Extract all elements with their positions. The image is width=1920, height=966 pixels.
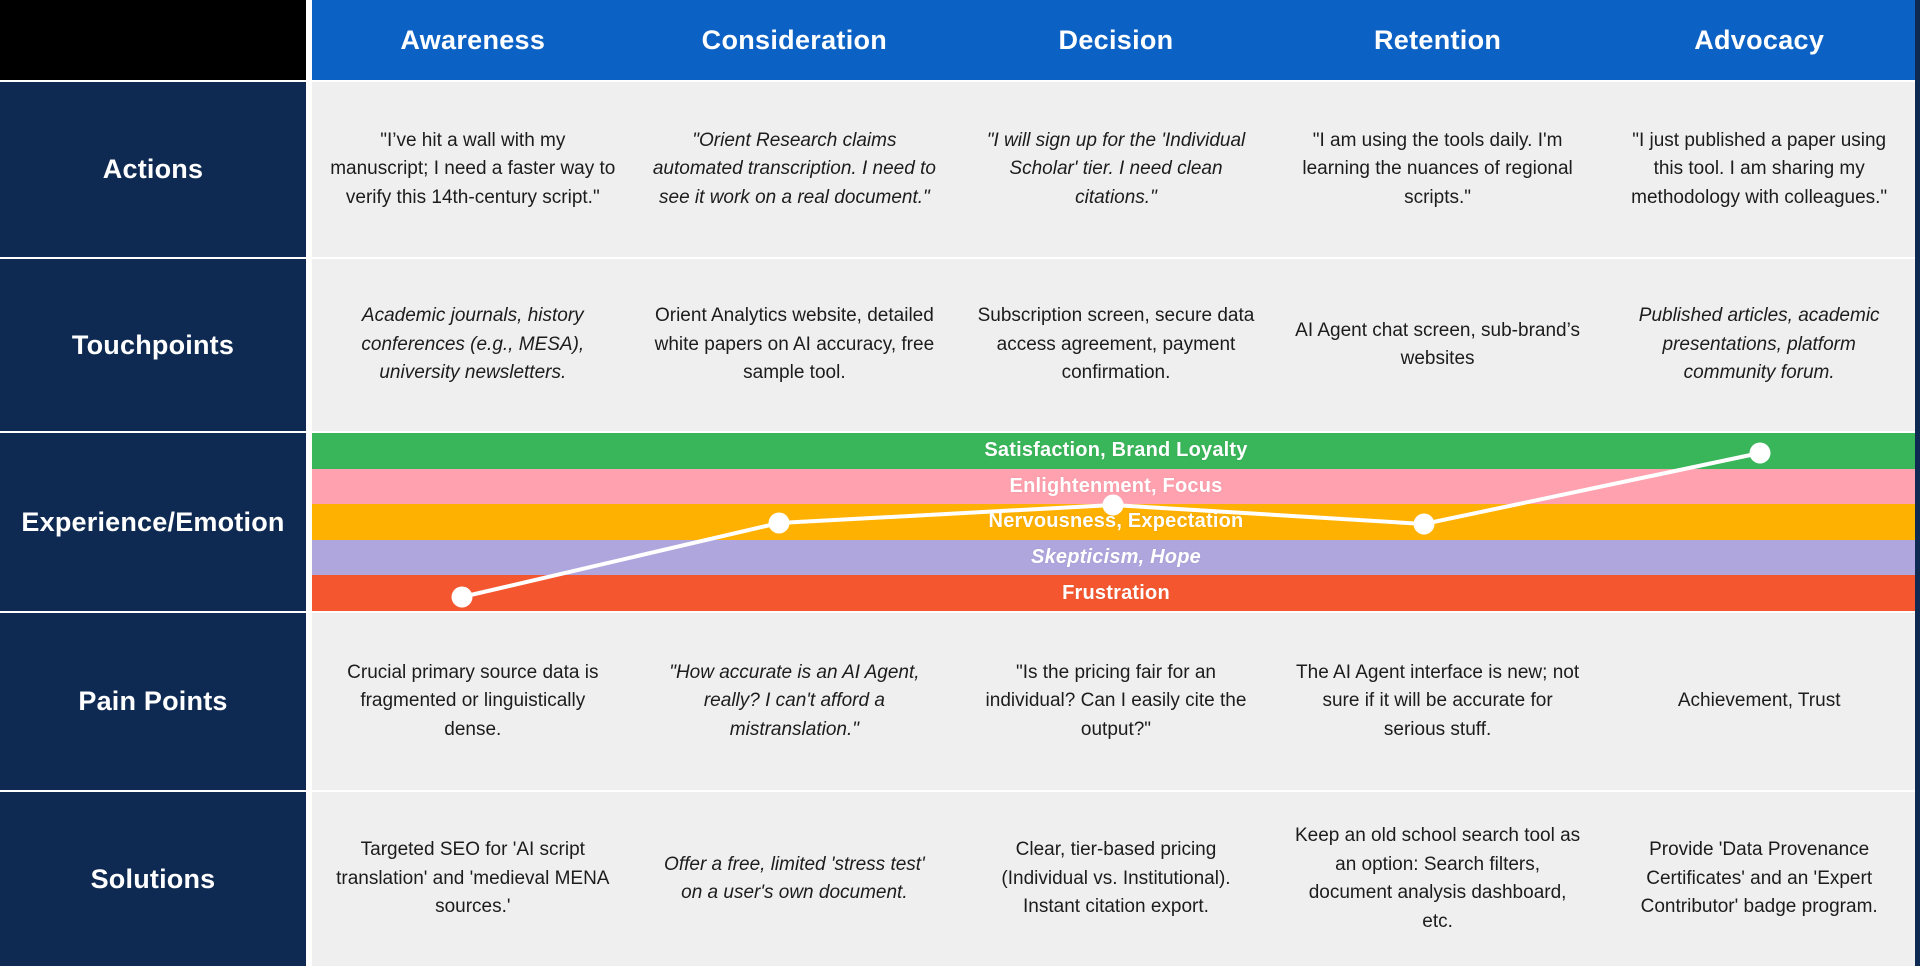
actions-cells: "I’ve hit a wall with my manuscript; I n… [312, 82, 1920, 257]
row-label-pain-points: Pain Points [0, 613, 306, 790]
emotion-band-enlightenment: Enlightenment, Focus [312, 468, 1920, 505]
stage-header-retention: Retention [1373, 24, 1502, 55]
cell-touchpoints-decision: Subscription screen, secure data access … [977, 305, 1255, 384]
cell-touchpoints-consideration: Orient Analytics website, detailed white… [654, 305, 935, 384]
row-label-solutions: Solutions [0, 792, 306, 966]
cell-solutions-advocacy: Provide 'Data Provenance Certificates' a… [1640, 839, 1878, 918]
cell-pain-advocacy: Achievement, Trust [1677, 690, 1841, 712]
touchpoints-row: Touchpoints Academic journals, history c… [0, 259, 1920, 431]
solutions-row: Solutions Targeted SEO for 'AI script tr… [0, 792, 1920, 966]
cell-solutions-consideration: Offer a free, limited 'stress test' on a… [664, 853, 925, 904]
corner-block [0, 0, 306, 80]
cell-actions-advocacy: "I just published a paper using this too… [1631, 129, 1888, 208]
emotion-band-skepticism: Skepticism, Hope [312, 539, 1920, 576]
actions-row: Actions "I’ve hit a wall with my manuscr… [0, 82, 1920, 257]
cell-pain-consideration: "How accurate is an AI Agent, really? I … [669, 661, 920, 740]
cell-touchpoints-retention: AI Agent chat screen, sub-brand’s websit… [1295, 319, 1580, 370]
row-label-actions: Actions [0, 82, 306, 257]
cell-pain-awareness: Crucial primary source data is fragmente… [347, 661, 599, 740]
header-row: Awareness Consideration Decision Retenti… [0, 0, 1920, 80]
emotion-row: Experience/Emotion Satisfaction, Brand L… [0, 433, 1920, 611]
touchpoints-cells: Academic journals, history conferences (… [312, 259, 1920, 431]
cell-solutions-decision: Clear, tier-based pricing (Individual vs… [1001, 839, 1231, 918]
solutions-cells: Targeted SEO for 'AI script translation'… [312, 792, 1920, 966]
stage-header-consideration: Consideration [701, 24, 888, 55]
cell-actions-awareness: "I’ve hit a wall with my manuscript; I n… [330, 129, 616, 208]
cell-touchpoints-awareness: Academic journals, history conferences (… [361, 305, 585, 384]
emotion-band-frustration: Frustration [312, 575, 1920, 611]
cell-touchpoints-advocacy: Published articles, academic presentatio… [1638, 305, 1880, 384]
cell-pain-decision: "Is the pricing fair for an individual? … [985, 661, 1247, 740]
row-label-touchpoints: Touchpoints [0, 259, 306, 431]
cell-pain-retention: The AI Agent interface is new; not sure … [1296, 661, 1580, 740]
stage-header-awareness: Awareness [400, 24, 546, 55]
pain-points-row: Pain Points Crucial primary source data … [0, 613, 1920, 790]
pain-points-cells: Crucial primary source data is fragmente… [312, 613, 1920, 790]
cell-actions-retention: "I am using the tools daily. I'm learnin… [1302, 129, 1573, 208]
cell-actions-decision: "I will sign up for the 'Individual Scho… [986, 129, 1246, 208]
cell-solutions-retention: Keep an old school search tool as an opt… [1294, 825, 1581, 932]
row-label-emotion: Experience/Emotion [0, 433, 306, 611]
stage-header-advocacy: Advocacy [1694, 24, 1825, 55]
emotion-band-area: Satisfaction, Brand Loyalty Enlightenmen… [312, 433, 1920, 611]
right-edge-border [1915, 0, 1920, 966]
cell-actions-consideration: "Orient Research claims automated transc… [652, 129, 936, 208]
emotion-band-satisfaction: Satisfaction, Brand Loyalty [312, 433, 1920, 469]
stage-header-strip: Awareness Consideration Decision Retenti… [312, 0, 1920, 80]
cell-solutions-awareness: Targeted SEO for 'AI script translation'… [336, 839, 610, 918]
stage-header-decision: Decision [1058, 24, 1174, 55]
emotion-band-nervousness: Nervousness, Expectation [312, 504, 1920, 540]
